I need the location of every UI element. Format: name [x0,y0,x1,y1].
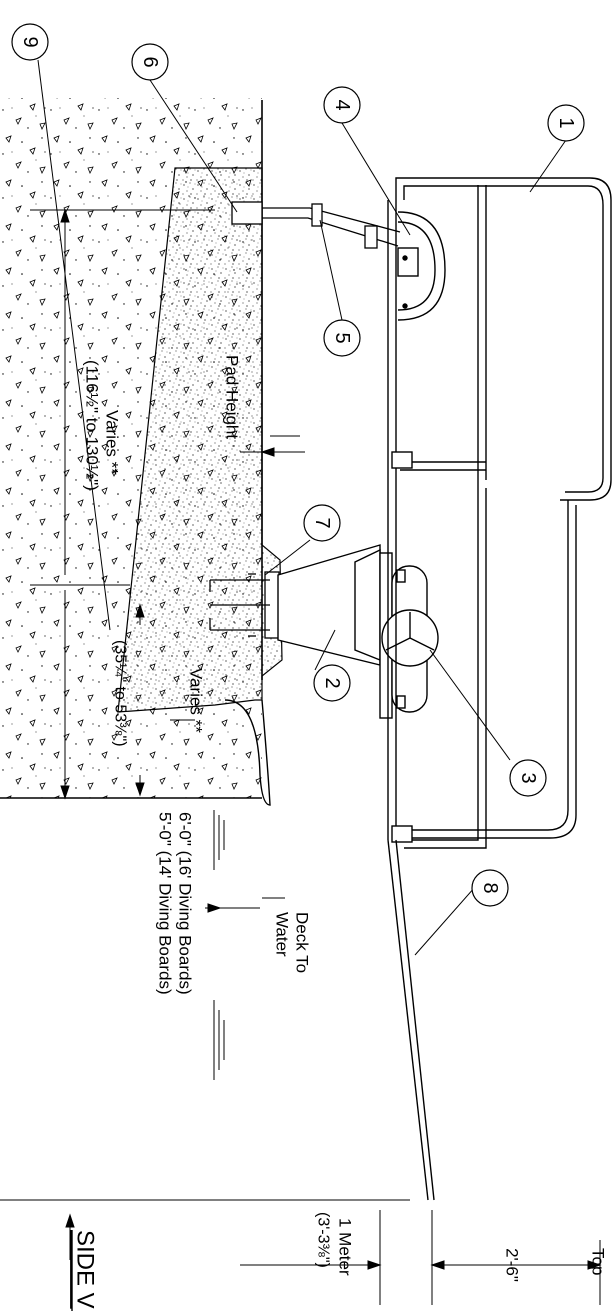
dim-14ft-boards: 5'-0" (14' Diving Boards) [156,812,175,995]
diving-board [387,839,435,1201]
svg-text:7: 7 [311,517,333,528]
svg-text:6: 6 [139,56,161,67]
leader-lines [37,59,567,956]
callout-1: 1 [547,104,585,142]
varies-long-label: Varies ** [103,410,122,475]
callout-9: 9 [11,23,49,61]
svg-text:9: 9 [19,36,41,47]
pad-height-label: Pad Height [223,355,242,439]
svg-text:3: 3 [517,772,539,783]
callout-2: 2 [313,664,351,702]
callout-7: 7 [303,504,341,542]
view-title: SIDE V [72,1230,99,1309]
ground-section [0,98,283,806]
dim-2-6-label: 2'-6" [503,1248,522,1282]
callout-4: 4 [323,86,361,124]
varies-short-label: Varies ** [187,668,206,733]
dim-top-label: Top [589,1248,608,1275]
varies-short-range: (35¼" to 53⅜") [112,640,129,747]
varies-long-range: (116½" to 130½") [83,360,102,491]
dimension-lines [0,208,602,1305]
one-meter-label: 1 Meter [336,1218,355,1276]
one-meter-imperial: (3'-3⅜") [315,1212,332,1268]
callout-5: 5 [323,319,361,357]
callout-3: 3 [509,759,547,797]
dim-16ft-boards: 6'-0" (16' Diving Boards) [176,812,195,995]
callout-8: 8 [471,869,509,907]
svg-text:8: 8 [479,882,501,893]
rail-support-strut [231,201,401,249]
coping-nose [224,699,271,806]
diving-stand [277,544,439,719]
svg-text:1: 1 [555,117,577,128]
deck-to-water-label-2: Water [273,912,292,957]
svg-text:2: 2 [321,677,343,688]
svg-text:4: 4 [331,99,353,110]
svg-text:5: 5 [331,332,353,343]
deck-to-water-label: Deck To [293,912,312,973]
callout-6: 6 [131,43,169,81]
handrail-frame [387,177,612,849]
water-surface [213,810,225,1080]
